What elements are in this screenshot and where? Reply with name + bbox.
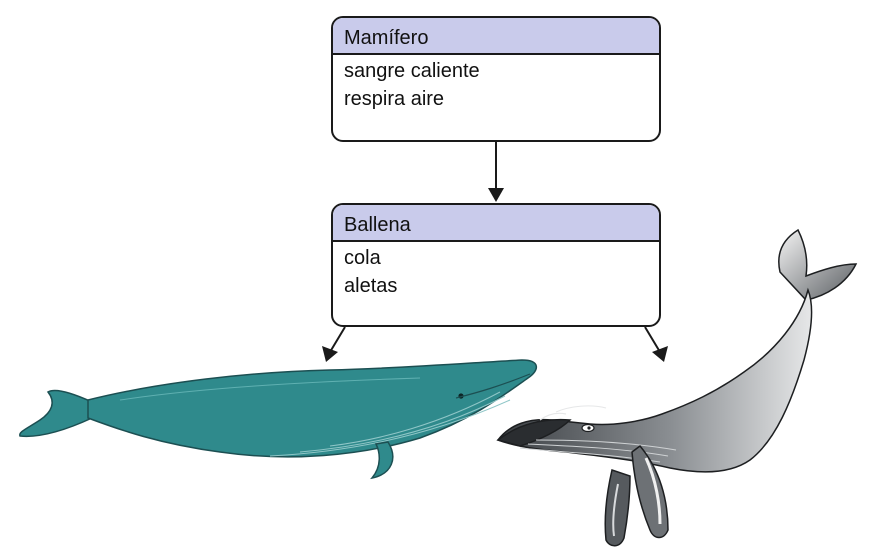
attribute-aletas: aletas: [344, 275, 398, 297]
arrow-to-humpback-whale: [644, 326, 668, 362]
attribute-sangre-caliente: sangre caliente: [344, 60, 480, 82]
humpback-whale-illustration: [496, 228, 858, 547]
attribute-cola: cola: [344, 247, 381, 269]
class-name-ballena: Ballena: [333, 205, 659, 242]
class-box-mamifero: Mamífero sangre caliente respira aire: [331, 16, 661, 142]
arrow-to-blue-whale: [322, 326, 346, 362]
class-name-mamifero: Mamífero: [333, 18, 659, 55]
attribute-respira-aire: respira aire: [344, 88, 445, 110]
class-box-ballena: Ballena cola aletas: [331, 203, 661, 327]
inheritance-arrow: [488, 142, 504, 202]
blue-whale-illustration: [19, 359, 537, 480]
